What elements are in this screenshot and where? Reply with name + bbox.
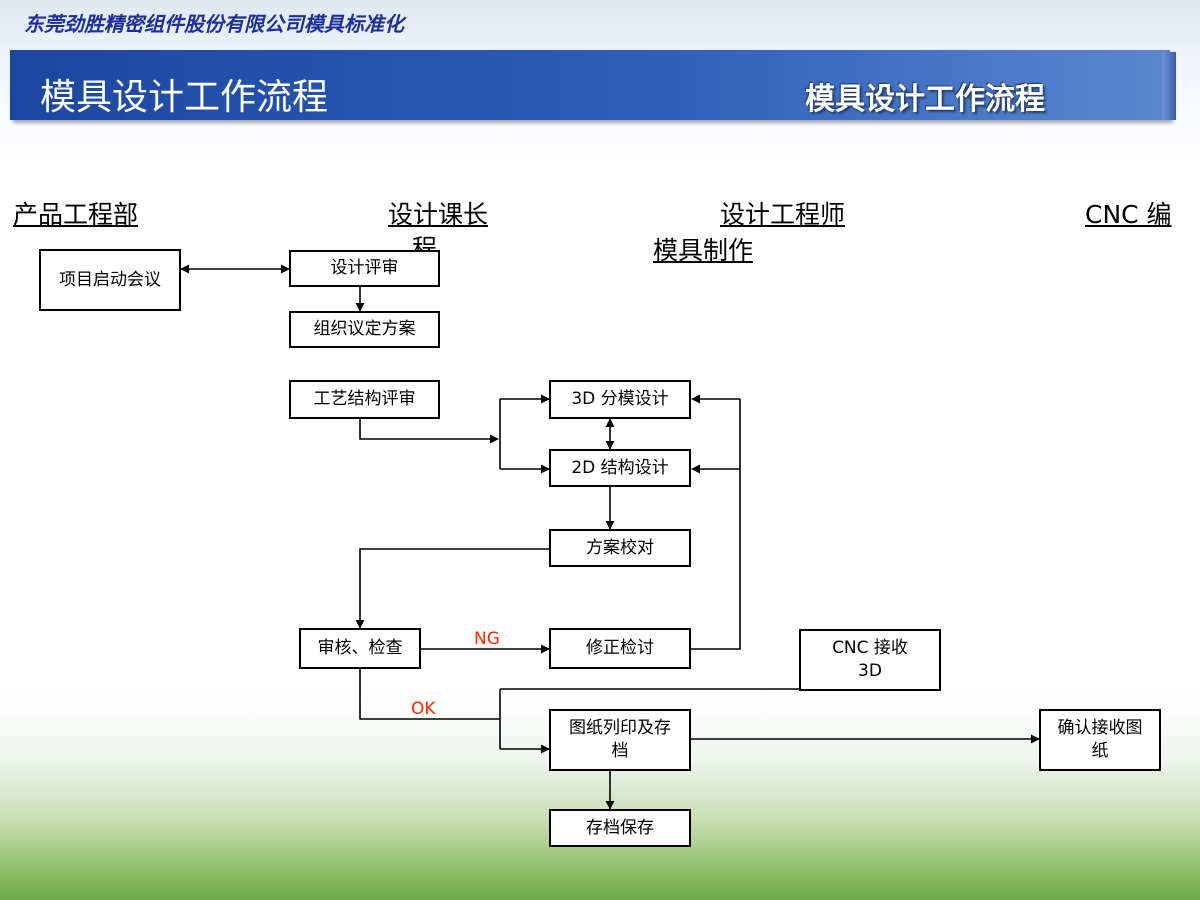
box-organize-plan: 组织议定方案 (289, 311, 440, 348)
box-cnc-receive: CNC 接收3D (799, 629, 941, 691)
box-revise-review: 修正检讨 (549, 628, 691, 669)
label-ok: OK (411, 699, 436, 719)
box-confirm-receive: 确认接收图纸 (1039, 709, 1161, 771)
box-process-review: 工艺结构评审 (289, 380, 440, 419)
arrow-process-merge (359, 419, 499, 444)
column-cnc: CNC 编 (1085, 200, 1172, 229)
box-print-archive: 图纸列印及存档 (549, 709, 691, 771)
page-title: 模具设计工作流程 (40, 77, 329, 118)
page-title-right: 模具设计工作流程 (805, 82, 1045, 117)
title-banner (10, 50, 1170, 120)
column-design-engineer: 设计工程师 (720, 200, 846, 229)
column-mold-making: 模具制作 (653, 236, 754, 265)
box-2d-structure-label: 2D 结构设计 (571, 457, 669, 478)
box-kickoff-label: 项目启动会议 (59, 269, 161, 290)
box-design-review: 设计评审 (289, 250, 440, 287)
box-audit-check: 审核、检查 (299, 628, 421, 669)
box-3d-split-design: 3D 分模设计 (549, 380, 691, 419)
label-ng: NG (474, 629, 500, 649)
box-print-archive-label: 图纸列印及存档 (569, 718, 671, 761)
box-revise-label: 修正检讨 (586, 638, 654, 658)
box-cnc-receive-label: CNC 接收3D (832, 638, 908, 681)
box-plan-check: 方案校对 (549, 529, 691, 567)
box-plan-check-label: 方案校对 (586, 537, 654, 558)
company-name: 东莞劲胜精密组件股份有限公司模具标准化 (24, 12, 404, 36)
box-archive-save-label: 存档保存 (586, 817, 654, 838)
box-design-review-label: 设计评审 (330, 258, 399, 278)
box-confirm-receive-label: 确认接收图纸 (1057, 718, 1143, 761)
loop-revise-back (691, 399, 741, 650)
box-process-review-label: 工艺结构评审 (313, 389, 416, 409)
box-archive-save: 存档保存 (549, 809, 691, 847)
box-2d-structure-design: 2D 结构设计 (549, 449, 691, 487)
column-product-engineering: 产品工程部 (13, 200, 139, 229)
box-3d-split-label: 3D 分模设计 (571, 389, 669, 409)
column-design-lead: 设计课长 (388, 200, 489, 229)
arrow-check-audit (355, 548, 549, 629)
box-audit-label: 审核、检查 (317, 638, 403, 658)
box-kickoff-meeting: 项目启动会议 (39, 249, 181, 311)
box-organize-plan-label: 组织议定方案 (313, 319, 416, 339)
title-banner-edge (1162, 52, 1176, 120)
line-audit-ok (359, 669, 500, 720)
